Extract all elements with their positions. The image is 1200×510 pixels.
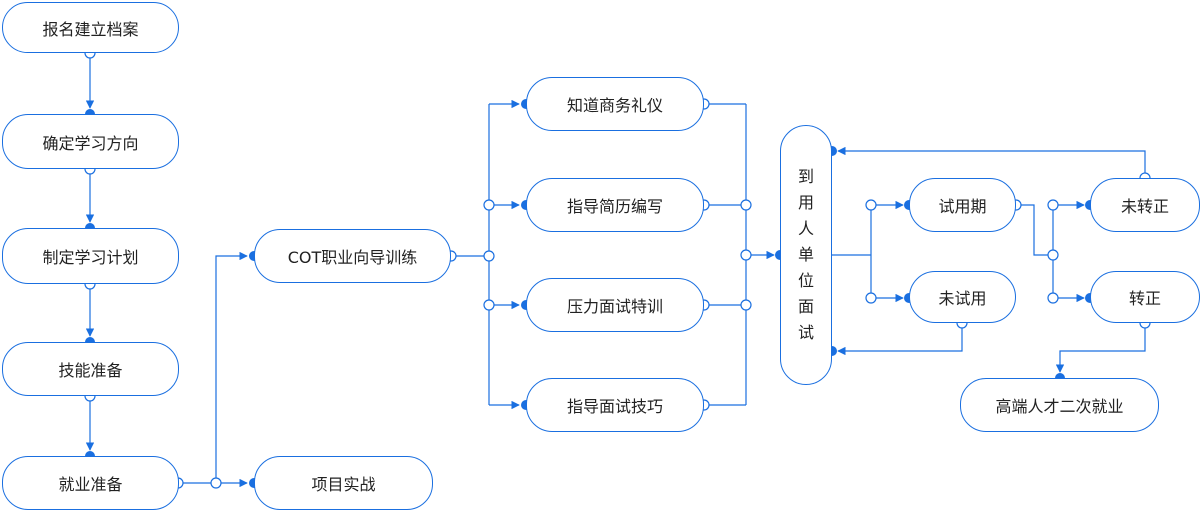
node-etiquette: 知道商务礼仪 [526, 77, 704, 131]
connector-probation-out [1016, 204, 1053, 256]
junction-dot [1047, 292, 1059, 304]
node-skills: 技能准备 [2, 342, 179, 396]
connector-regular-to-highend [1055, 323, 1146, 373]
junction-dot [865, 292, 877, 304]
junction-dot [1047, 199, 1059, 211]
connector-no-probation-return [837, 323, 963, 356]
junction-dot [740, 249, 752, 261]
node-cot: COT职业向导训练 [254, 229, 451, 283]
junction-dot [210, 477, 222, 489]
node-resume: 指导简历编写 [526, 178, 704, 232]
node-plan: 制定学习计划 [2, 228, 179, 284]
connector-not-regular-return [837, 146, 1146, 178]
junction-dot [740, 299, 752, 311]
node-pressure: 压力面试特训 [526, 278, 704, 332]
node-not-regular: 未转正 [1090, 178, 1200, 232]
junction-dot [1047, 249, 1059, 261]
node-employer-interview: 到用人单位面试 [780, 125, 832, 385]
connector-to-cot [215, 251, 248, 483]
node-probation: 试用期 [909, 178, 1016, 232]
node-interview-tips: 指导面试技巧 [526, 378, 704, 432]
node-employer-interview-label: 到用人单位面试 [797, 167, 814, 342]
node-signup: 报名建立档案 [2, 2, 179, 53]
node-no-probation: 未试用 [909, 271, 1016, 323]
junction-dot [740, 199, 752, 211]
node-high-end: 高端人才二次就业 [960, 378, 1159, 432]
junction-dot [483, 299, 495, 311]
node-direction: 确定学习方向 [2, 114, 179, 169]
junction-dot [483, 250, 495, 262]
junction-dot [483, 199, 495, 211]
junction-dot [865, 199, 877, 211]
node-regular: 转正 [1090, 271, 1200, 323]
node-project: 项目实战 [254, 456, 433, 510]
node-employment-prep: 就业准备 [2, 456, 179, 510]
